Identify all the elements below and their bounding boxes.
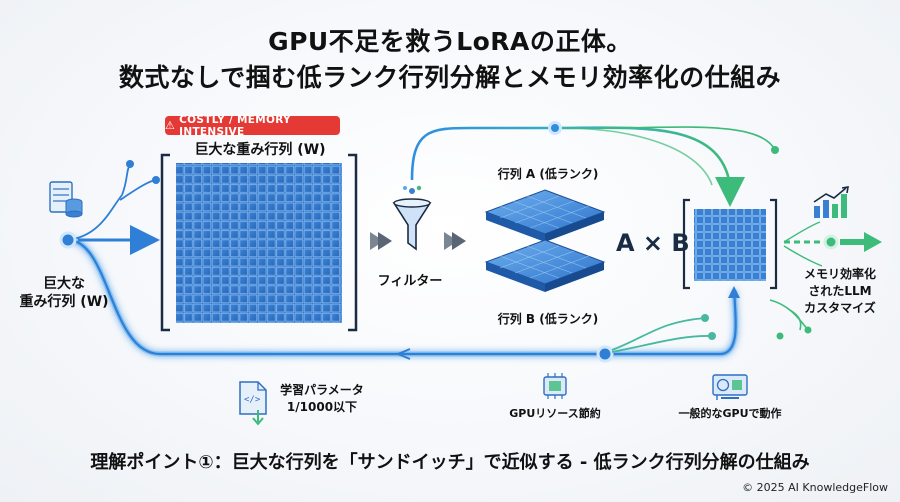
output-label: メモリ効率化 されたLLM カスタマイズ bbox=[784, 266, 896, 317]
bottom-caption: 理解ポイント①：巨大な行列を「サンドイッチ」で近似する - 低ランク行列分解の仕… bbox=[90, 452, 810, 473]
page-title: GPU不足を救うLoRAの正体。 bbox=[268, 27, 632, 56]
branch-dot bbox=[152, 176, 160, 184]
bottom-node bbox=[596, 345, 614, 363]
input-label: 巨大な 重み行列 (W) bbox=[14, 275, 114, 311]
input-label-line1: 巨大な bbox=[43, 276, 85, 292]
input-label-line2: 重み行列 (W) bbox=[19, 294, 109, 310]
branch-dot bbox=[804, 326, 812, 334]
branch-dot bbox=[126, 160, 134, 168]
top-node bbox=[548, 121, 562, 135]
filter-label: フィルター bbox=[377, 274, 443, 289]
matrix-a-slab bbox=[484, 189, 606, 242]
gpu-resource-label: GPUリソース節約 bbox=[509, 407, 601, 420]
matrix-b-slab bbox=[484, 239, 606, 292]
database-table-icon bbox=[49, 181, 83, 218]
svg-text:</>: </> bbox=[244, 395, 261, 405]
general-gpu-label: 一般的なGPUで動作 bbox=[678, 407, 782, 420]
branch-dot bbox=[708, 332, 716, 340]
output-label-line1: メモリ効率化 bbox=[803, 267, 876, 281]
branch-dot bbox=[701, 314, 709, 322]
result-matrix bbox=[682, 198, 778, 290]
output-label-line2: されたLLM bbox=[808, 284, 872, 298]
arrow-to-slabs bbox=[444, 232, 466, 250]
costly-badge: ⚠ COSTLY / MEMORY INTENSIVE bbox=[165, 113, 340, 138]
params-label: 学習パラメータ 1/1000以下 bbox=[272, 382, 372, 416]
gpu-card-icon bbox=[712, 374, 748, 400]
branch-dot bbox=[776, 332, 784, 340]
top-flow-loop bbox=[410, 126, 776, 207]
matrix-a-label: 行列 A (低ランク) bbox=[497, 167, 599, 181]
params-label-line2: 1/1000以下 bbox=[286, 400, 358, 414]
input-node bbox=[59, 231, 77, 249]
code-document-icon: </> bbox=[239, 381, 267, 426]
matrix-b-label: 行列 B (低ランク) bbox=[497, 312, 599, 326]
copyright: © 2025 AI KnowledgeFlow bbox=[742, 481, 888, 494]
product-label: A × B bbox=[616, 229, 690, 257]
branch-dot bbox=[771, 146, 779, 154]
costly-badge-text: COSTLY / MEMORY INTENSIVE bbox=[179, 113, 291, 138]
arrow-to-filter bbox=[370, 232, 392, 250]
page-subtitle: 数式なしで掴む低ランク行列分解とメモリ効率化の仕組み bbox=[118, 63, 782, 92]
params-label-line1: 学習パラメータ bbox=[280, 383, 364, 397]
warning-icon: ⚠ bbox=[165, 119, 176, 132]
return-arrow-head bbox=[395, 348, 411, 360]
gpu-chip-icon bbox=[543, 373, 567, 399]
bottom-arrow-up bbox=[728, 286, 740, 298]
output-label-line3: カスタマイズ bbox=[804, 301, 876, 315]
filter-funnel-icon bbox=[392, 185, 432, 251]
bottom-flow-loop bbox=[67, 237, 739, 357]
big-weight-matrix bbox=[160, 153, 358, 332]
growth-chart-icon bbox=[813, 186, 849, 218]
lower-branches bbox=[611, 317, 713, 353]
output-flow bbox=[783, 221, 882, 267]
big-matrix-label: 巨大な重み行列 (W) bbox=[194, 142, 326, 158]
